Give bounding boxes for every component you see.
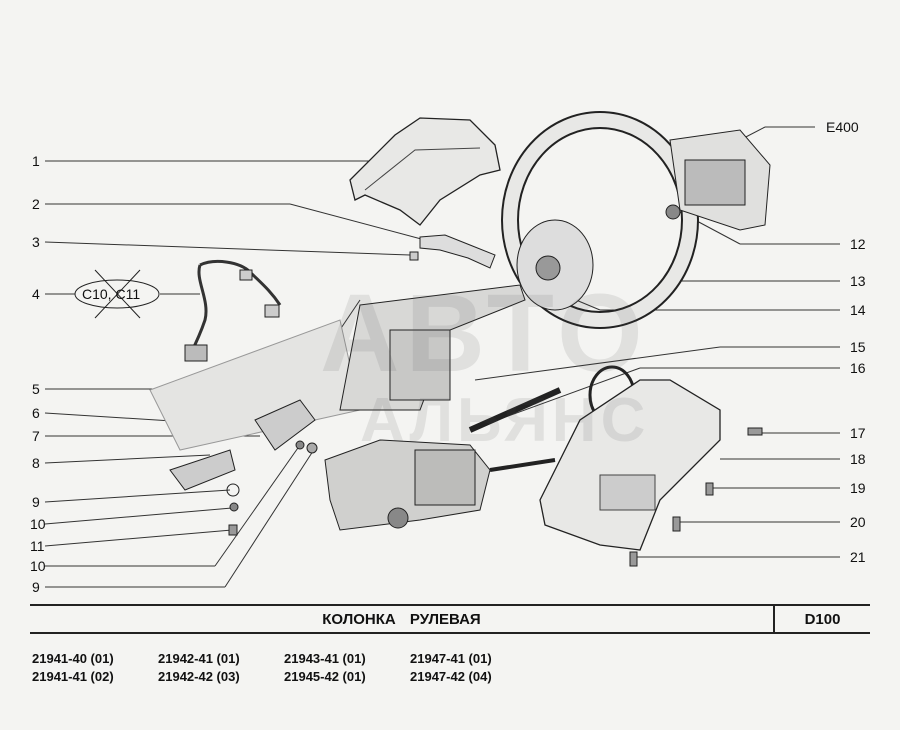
callout-15: 15 — [850, 339, 866, 355]
callout-20: 20 — [850, 514, 866, 530]
callout-1: 1 — [32, 153, 40, 169]
screw-3 — [409, 251, 419, 261]
nut-10 — [229, 502, 239, 512]
steering-column-upper — [339, 284, 526, 411]
leader-8 — [44, 454, 211, 464]
ignition-switch — [254, 399, 316, 451]
callout-21: 21 — [850, 549, 866, 565]
callout-5: 5 — [32, 381, 40, 397]
callout-11: 11 — [30, 538, 45, 554]
leader-9a — [44, 489, 231, 503]
model-7: 21945-42 (01) — [284, 669, 366, 684]
callout-13: 13 — [850, 273, 866, 289]
model-2: 21942-41 (01) — [158, 651, 240, 666]
screw-19 — [705, 482, 714, 496]
model-3: 21943-41 (01) — [284, 651, 366, 666]
callout-9a: 9 — [32, 494, 40, 510]
callout-18: 18 — [850, 451, 866, 467]
callout-4: 4 — [32, 286, 40, 302]
callout-10b: 10 — [30, 558, 46, 574]
upper-shroud — [349, 117, 501, 226]
title-bar: КОЛОНКА РУЛЕВАЯ D100 — [30, 604, 870, 634]
callout-3: 3 — [32, 234, 40, 250]
callout-e400: E400 — [826, 119, 859, 135]
model-6: 21942-42 (03) — [158, 669, 240, 684]
callout-10a: 10 — [30, 516, 46, 532]
callout-9b: 9 — [32, 579, 40, 595]
washer-9 — [226, 483, 240, 497]
screw-17 — [747, 427, 763, 436]
leader-10a — [44, 507, 233, 525]
connector-label: C10, C11 — [82, 286, 141, 302]
model-8: 21947-42 (04) — [410, 669, 492, 684]
nut-12 — [665, 204, 681, 220]
callout-2: 2 — [32, 196, 40, 212]
eps-motor-assembly — [324, 387, 562, 531]
model-4: 21947-41 (01) — [410, 651, 492, 666]
callout-7: 7 — [32, 428, 40, 444]
diagram-title: КОЛОНКА РУЛЕВАЯ — [322, 611, 481, 628]
leader-3 — [44, 241, 411, 256]
connector-c10-c11-crossed — [74, 269, 160, 319]
bracket — [419, 234, 496, 269]
screw-20 — [672, 516, 681, 532]
callout-12: 12 — [850, 236, 866, 252]
title-divider — [773, 606, 775, 632]
screw-21 — [629, 551, 638, 567]
callout-8: 8 — [32, 455, 40, 471]
leader-11 — [44, 529, 233, 547]
leader-15 — [474, 346, 721, 381]
model-1: 21941-40 (01) — [32, 651, 114, 666]
callout-14: 14 — [850, 302, 866, 318]
bolt-11 — [228, 524, 238, 536]
steering-wheel — [501, 111, 699, 329]
callout-6: 6 — [32, 405, 40, 421]
callout-16: 16 — [850, 360, 866, 376]
switch-8 — [169, 449, 236, 491]
lower-panel — [149, 319, 361, 451]
callout-19: 19 — [850, 480, 866, 496]
diagram-code: D100 — [804, 611, 841, 628]
callout-17: 17 — [850, 425, 866, 441]
model-5: 21941-41 (02) — [32, 669, 114, 684]
lower-shroud-18 — [539, 379, 721, 551]
